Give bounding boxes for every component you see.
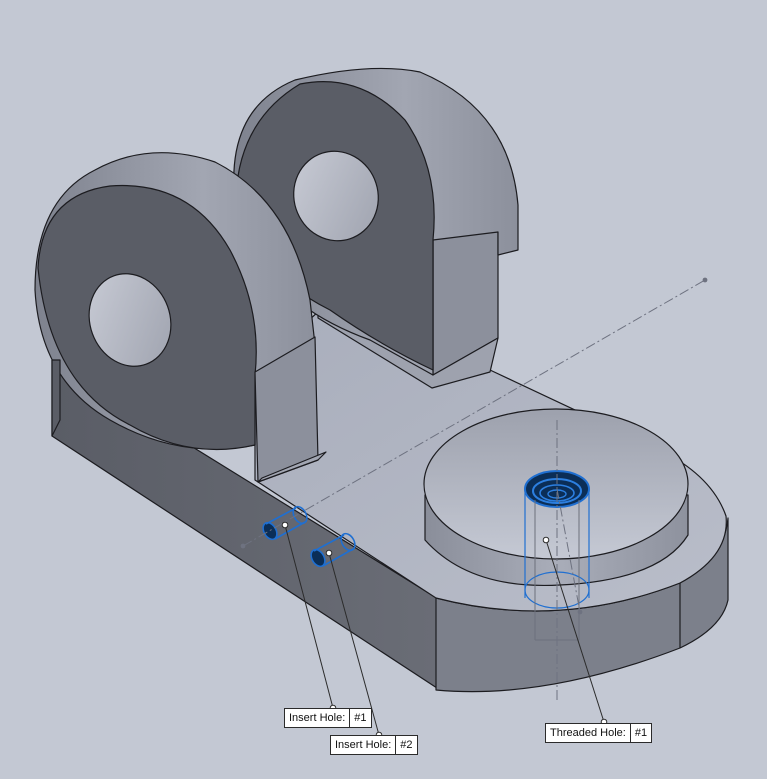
axis-lines <box>242 279 706 700</box>
front-upright-web-ledge <box>257 451 327 483</box>
insert-hole-1-feature[interactable] <box>260 504 309 542</box>
callout-label: Insert Hole: <box>335 739 392 751</box>
insert-hole-2-feature[interactable] <box>308 531 357 569</box>
threaded-hole-1-callout[interactable]: Threaded Hole: #1 <box>545 723 653 743</box>
callout-label: Insert Hole: <box>289 712 346 724</box>
callout-leaders <box>284 524 605 736</box>
rear-boss-bore <box>293 150 379 242</box>
callout-label: Threaded Hole: <box>550 727 626 739</box>
callout-value: #1 <box>629 724 651 742</box>
insert-hole-2-callout[interactable]: Insert Hole: #2 <box>330 735 418 755</box>
base-left-end <box>51 359 61 437</box>
part-model[interactable] <box>34 67 729 693</box>
callout-value: #1 <box>349 709 370 727</box>
callout-value: #2 <box>395 736 416 754</box>
insert-hole-1-callout[interactable]: Insert Hole: #1 <box>284 708 372 728</box>
front-boss-bore <box>88 273 172 367</box>
